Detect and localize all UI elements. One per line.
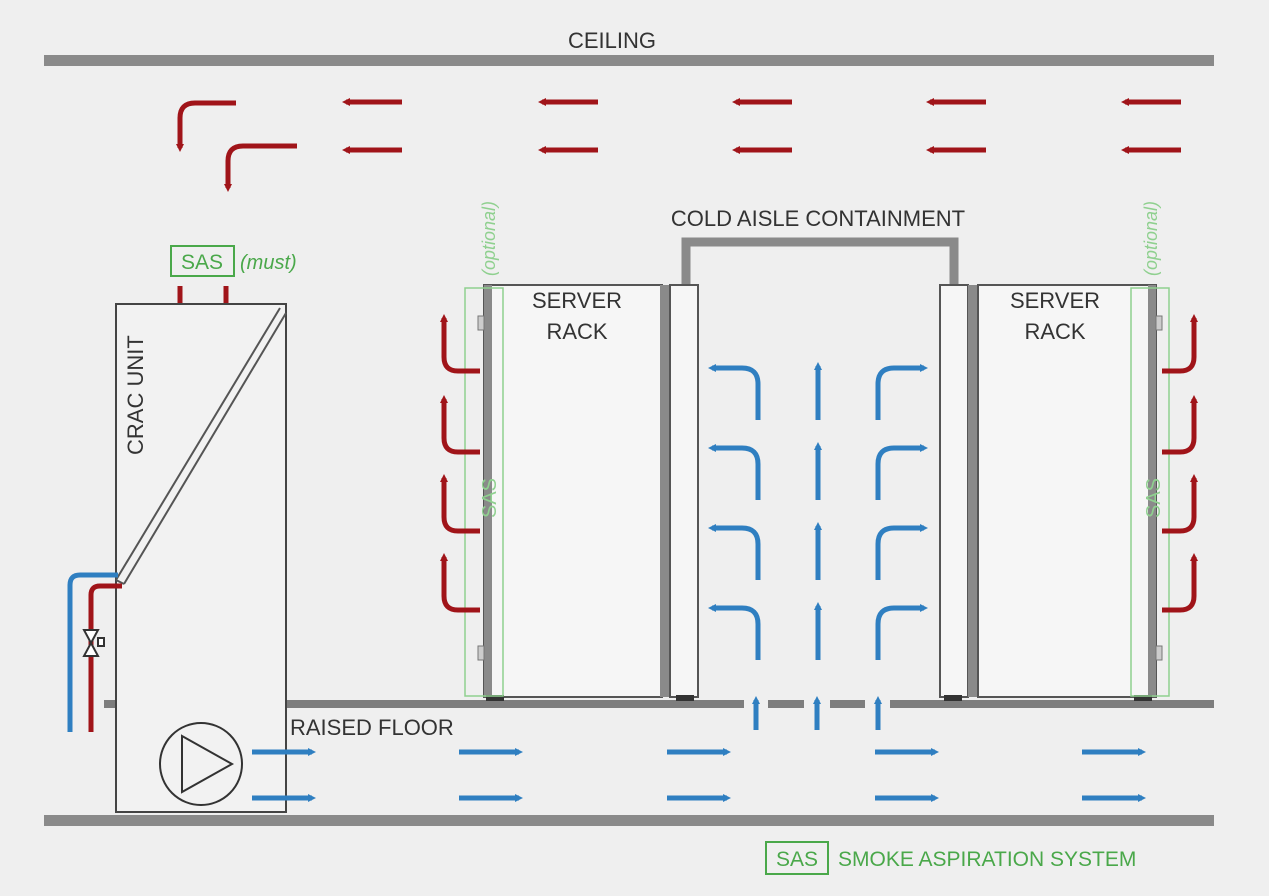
legend-sas-label: SAS	[776, 848, 818, 871]
right-server-rack	[939, 284, 1163, 701]
right-optional-label: (optional)	[1141, 201, 1161, 276]
valve-icon	[82, 629, 105, 657]
right-rack-label-line2: RACK	[1024, 319, 1085, 344]
coolant-pipes	[67, 572, 122, 732]
fan-icon	[159, 722, 243, 806]
raised-floor	[104, 700, 1214, 708]
ceiling-line	[44, 55, 1214, 66]
sas-must-label: SAS	[181, 251, 223, 274]
sas-must-box	[170, 245, 235, 277]
cold-air-supply-arrows	[252, 748, 1146, 802]
cold-aisle-containment	[681, 237, 959, 286]
left-sas-optional-box	[464, 287, 504, 697]
left-sas-label: SAS	[479, 478, 501, 518]
cold-aisle-label: COLD AISLE CONTAINMENT	[671, 206, 965, 231]
right-rack-label-line1: SERVER	[1010, 288, 1100, 313]
legend-text: SMOKE ASPIRATION SYSTEM	[838, 848, 1136, 871]
right-hot-exhaust-arrows	[1162, 314, 1198, 613]
right-sas-optional-box	[1130, 287, 1170, 697]
crac-unit-label: CRAC UNIT	[123, 335, 148, 455]
cold-aisle-arrows	[708, 362, 928, 730]
right-sas-label: SAS	[1143, 478, 1165, 518]
left-rack-label-line2: RACK	[546, 319, 607, 344]
crac-unit	[115, 303, 287, 813]
floor-line	[44, 815, 1214, 826]
ceiling-label: CEILING	[568, 28, 656, 53]
left-optional-label: (optional)	[479, 201, 499, 276]
must-label: (must)	[240, 252, 297, 274]
left-rack-label-line1: SERVER	[532, 288, 622, 313]
legend-sas-box	[765, 841, 829, 875]
left-hot-exhaust-arrows	[440, 314, 480, 613]
raised-floor-label: RAISED FLOOR	[290, 715, 454, 740]
left-server-rack	[477, 284, 699, 701]
